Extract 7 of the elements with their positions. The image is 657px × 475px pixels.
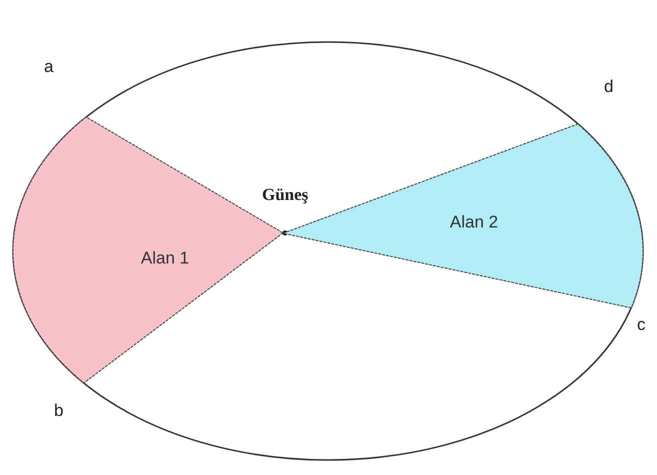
point-label: d	[604, 78, 614, 95]
point-label: b	[54, 402, 64, 419]
sun-label: Güneş	[262, 186, 308, 203]
area-label: Alan 2	[450, 213, 498, 230]
point-label: a	[44, 58, 54, 75]
area-label: Alan 1	[140, 249, 190, 266]
point-label: c	[637, 316, 646, 333]
